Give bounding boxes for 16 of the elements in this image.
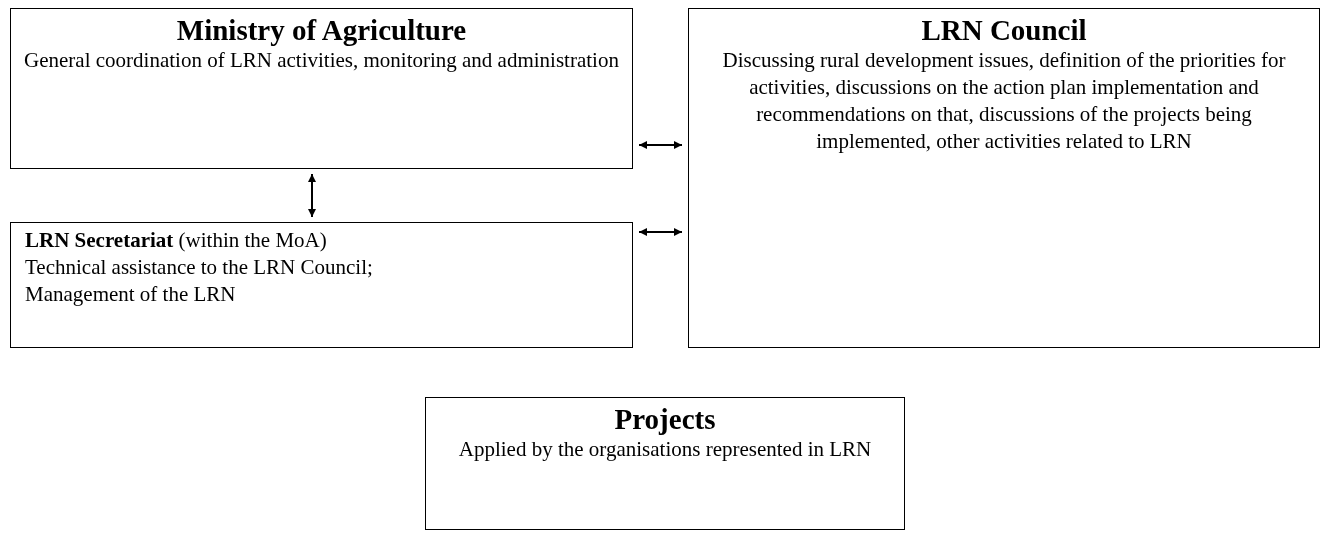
text-box — [10, 8, 633, 169]
double-arrow — [638, 141, 683, 149]
box-text: Management of the LRN — [25, 281, 237, 308]
double-arrow — [308, 173, 316, 218]
text-box — [10, 222, 633, 348]
box-heading: Ministry of Agriculture — [175, 13, 468, 47]
box-text: Technical assistance to the LRN Council; — [25, 254, 374, 281]
box-text: General coordination of LRN activities, monitoring and administration — [23, 47, 620, 74]
box-text: Applied by the organisations represented in LRN — [457, 436, 873, 463]
box-text: Discussing rural development issues, definition of the priorities for activities, discussions on the action plan implementation and recommendations on that, discussions of the projects being implemented, other activities related to LRN — [721, 47, 1287, 155]
text-box — [688, 8, 1320, 348]
double-arrow — [638, 228, 683, 236]
box-text: LRN Secretariat (within the MoA) — [25, 227, 328, 254]
box-heading: Projects — [613, 402, 717, 436]
box-heading: LRN Council — [920, 13, 1088, 47]
text-box — [425, 397, 905, 530]
